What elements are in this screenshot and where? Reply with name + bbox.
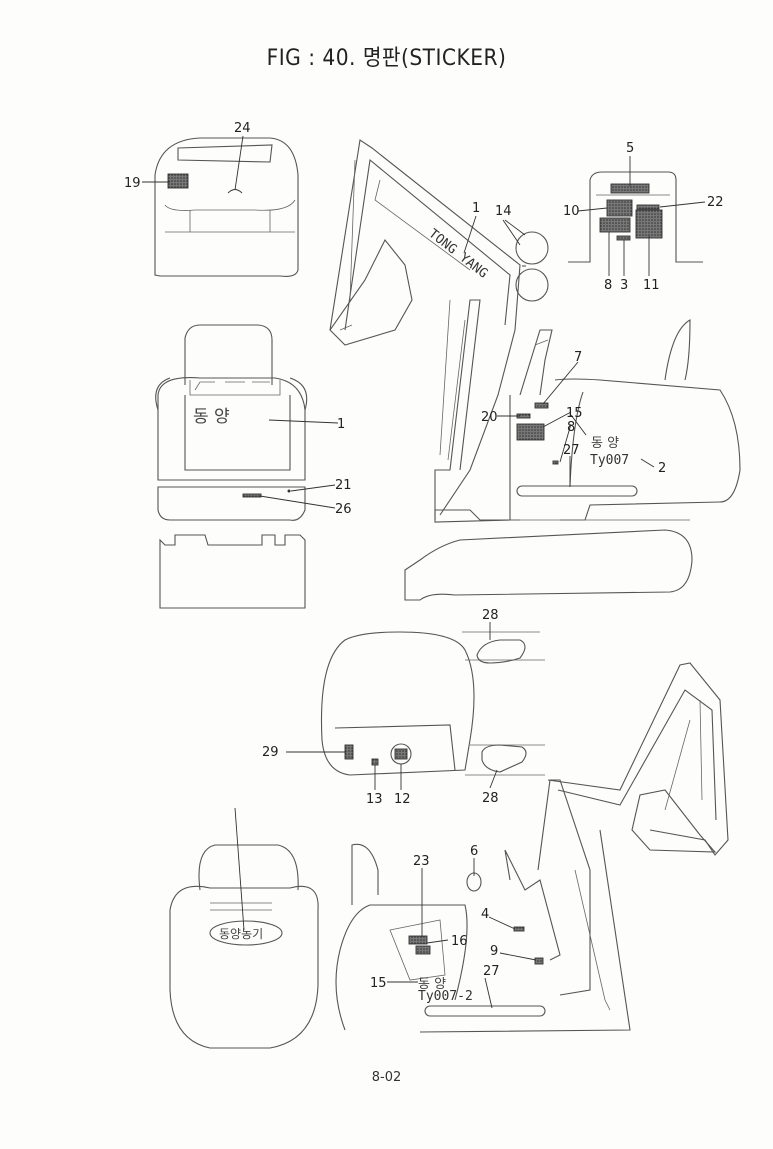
callout-16: 16 [451,934,468,949]
callout-11: 11 [643,278,660,293]
cab-interior-view [320,631,545,776]
callout-28-bottom: 28 [482,791,499,806]
callout-4: 4 [481,907,489,922]
callout-15-side: 15 [566,406,583,421]
plan-view: 동 양 [155,324,308,609]
oval-badge-text: 동양농기 [219,927,263,941]
sticker-10 [606,199,633,217]
page-number: 8-02 [371,1070,402,1085]
callout-12: 12 [394,792,411,807]
sticker-19 [167,173,189,189]
sticker-11 [635,209,663,239]
sticker-16 [415,945,431,955]
callout-13: 13 [366,792,383,807]
sticker-13 [371,758,379,766]
sticker-9 [534,957,544,965]
callout-21: 21 [335,478,352,493]
callout-22: 22 [707,195,724,210]
callout-3: 3 [620,278,628,293]
callout-2-side: 2 [658,461,666,476]
korean-brand-front: 동 양 [418,977,446,992]
sticker-7 [534,402,549,409]
sticker-23 [408,935,428,945]
sticker-15-side [516,423,545,441]
sticker-4 [513,926,525,932]
callout-6: 6 [470,844,478,859]
callout-15-front: 15 [370,976,387,991]
sticker-8 [599,217,631,233]
callout-1-plan: 1 [337,417,345,432]
korean-brand-top-view: 동 양 [193,407,230,427]
sticker-22 [636,204,660,210]
callout-27-side: 27 [563,443,580,458]
korean-brand-side: 동 양 [591,436,619,451]
sticker-3 [616,235,631,241]
boom-brand-text: TONG YANG [426,226,491,281]
callout-10: 10 [563,204,580,219]
callout-9: 9 [490,944,498,959]
callout-23: 23 [413,854,430,869]
callout-14: 14 [495,204,512,219]
side-view-lower: 동 양 Ty007-2 [335,662,729,1033]
panel-detail [568,171,703,263]
leader-lines [142,135,706,1009]
sticker-29 [344,744,354,760]
side-view-boom: TONG YANG 동 양 Ty007 [329,139,741,601]
callout-numbers: 24 19 1 21 26 1 14 5 10 22 8 3 11 7 20 1… [124,121,724,991]
front-view: 동양농기 [169,807,319,1049]
model-side: Ty007 [590,453,629,468]
callout-8-panel: 8 [604,278,612,293]
model-front: Ty007-2 [418,989,473,1004]
sticker-26 [242,493,262,498]
callout-7: 7 [574,350,582,365]
sticker-12 [394,748,408,760]
callout-29: 29 [262,745,279,760]
callout-26: 26 [335,502,352,517]
rear-cab-view [154,137,299,277]
figure-title: FIG : 40. 명판(STICKER) [266,46,507,71]
sticker-18-side [552,460,559,465]
callout-5: 5 [626,141,634,156]
callout-20: 20 [481,410,498,425]
callout-28-top: 28 [482,608,499,623]
callout-24: 24 [234,121,251,136]
callout-19: 19 [124,176,141,191]
callout-27-front: 27 [483,964,500,979]
callout-1-boom: 1 [472,201,480,216]
callout-8-side: 8 [567,420,575,435]
